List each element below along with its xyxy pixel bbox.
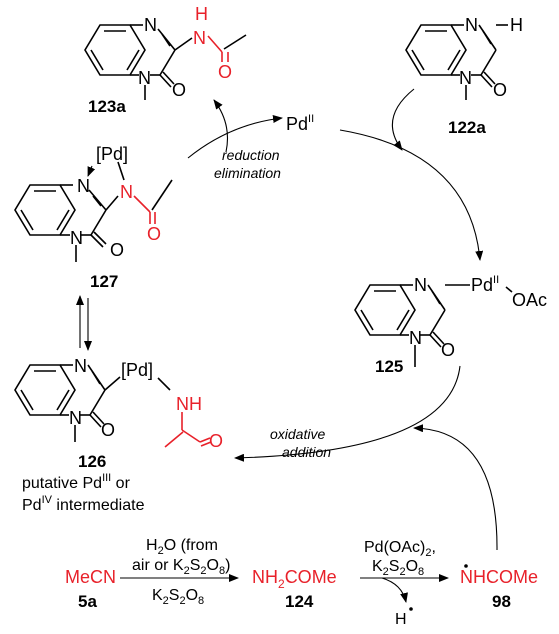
- pd-center: PdII: [286, 113, 314, 134]
- step-oxidative-line1: oxidative: [270, 426, 325, 442]
- oxygen-atom: O: [493, 80, 507, 100]
- compound-125: N N O PdII OAc 125: [354, 274, 547, 376]
- amide-nh: NH: [176, 394, 202, 414]
- hydrogen-atom: H: [510, 15, 523, 35]
- nitrogen-atom: N: [459, 68, 472, 88]
- radical-dot: [464, 564, 468, 568]
- nitrogen-atom: N: [465, 15, 478, 35]
- compound-127: N N O N O [Pd] 127: [14, 144, 173, 291]
- arrow-127-to-pd: [187, 115, 283, 159]
- compound-label-124: 124: [285, 592, 314, 611]
- condition-pd-acetate: Pd(OAc)2,: [364, 539, 436, 559]
- arrow-to-123a: [213, 99, 229, 153]
- compound-126: N N O [Pd] NH O 126: [14, 356, 223, 471]
- nitrogen-atom: N: [74, 356, 87, 376]
- nitrogen-atom: N: [144, 15, 157, 35]
- pd-ligand: [Pd]: [96, 144, 128, 164]
- oxygen-atom: O: [172, 80, 186, 100]
- step-reduction-line2: elimination: [214, 165, 281, 181]
- hydrogen-radical: H: [395, 611, 407, 628]
- condition-persulfate: K2S2O8: [152, 587, 204, 607]
- nitrogen-atom: N: [138, 68, 151, 88]
- intermediate-caption-line2: PdIV intermediate: [22, 494, 145, 514]
- compound-122a: N N O H 122a: [405, 15, 523, 137]
- arrow-radical-to-addition: [413, 424, 498, 551]
- condition-persulfate-alt: air or K2S2O8): [132, 557, 230, 577]
- nitrogen-atom: N: [69, 408, 82, 428]
- arrow-122a-into-cycle: [391, 88, 415, 151]
- nitrogen-atom: N: [409, 328, 422, 348]
- nitrogen-atom: N: [70, 228, 83, 248]
- acetate-ligand: OAc: [512, 290, 547, 310]
- mecn: MeCN: [65, 567, 116, 587]
- oxygen-atom: O: [147, 224, 161, 244]
- arrow-125-to-126: [234, 365, 461, 462]
- step-oxidative-line2: addition: [282, 444, 331, 460]
- compound-label-126: 126: [78, 452, 106, 471]
- oxygen-atom: O: [110, 240, 124, 260]
- nitrogen-atom: N: [193, 28, 206, 48]
- arrow-h-loss: [381, 577, 408, 603]
- compound-label-122a: 122a: [448, 118, 486, 137]
- pd-ligand: PdII: [471, 274, 499, 295]
- acetamidyl-radical: NHCOMe: [460, 567, 538, 587]
- compound-label-127: 127: [90, 272, 118, 291]
- radical-dot: [409, 607, 413, 611]
- pd-ligand: [Pd]: [121, 360, 153, 380]
- nitrogen-atom: N: [120, 182, 133, 202]
- nitrogen-atom: N: [77, 176, 90, 196]
- condition-water: H2O (from: [146, 537, 218, 557]
- compound-label-125: 125: [375, 357, 403, 376]
- compound-123a: N N O H N O 123a: [84, 4, 247, 116]
- condition-persulfate-2: K2S2O8: [372, 558, 424, 578]
- oxygen-atom: O: [218, 62, 232, 82]
- nitrogen-atom: N: [414, 275, 427, 295]
- intermediate-caption-line1: putative PdIII or: [22, 472, 131, 492]
- arrow-pd-to-125: [339, 129, 484, 261]
- hydrogen-atom: H: [195, 4, 208, 24]
- oxygen-atom: O: [209, 431, 223, 451]
- oxygen-atom: O: [441, 340, 455, 360]
- compound-label-98: 98: [492, 592, 511, 611]
- step-reduction-line1: reduction: [222, 147, 280, 163]
- compound-label-123a: 123a: [88, 97, 126, 116]
- acetamide: NH2COMe: [252, 567, 337, 591]
- oxygen-atom: O: [101, 420, 115, 440]
- compound-label-5a: 5a: [78, 592, 97, 611]
